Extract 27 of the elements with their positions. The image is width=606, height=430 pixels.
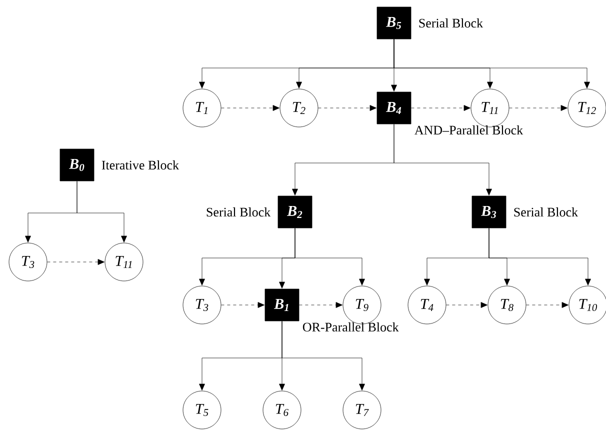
block-square: B$_{2}$: [278, 196, 312, 228]
arrow: [294, 228, 365, 286]
arrow: [299, 302, 342, 308]
arrow: [47, 259, 104, 265]
block-square: B$_{1}$: [264, 288, 300, 322]
block-square: B$_{4}$: [376, 92, 412, 124]
block-square: B$_{3}$: [472, 196, 506, 228]
arrow: [526, 302, 568, 308]
arrow: [282, 320, 365, 390]
arrow: [509, 105, 568, 111]
arrow: [411, 105, 470, 111]
block-label: OR-Parallel Block: [302, 322, 399, 332]
block-square: B$_{0}$: [60, 148, 94, 182]
arrow: [221, 302, 264, 308]
block-label: Iterative Block: [102, 160, 180, 170]
block-label: AND–Parallel Block: [414, 125, 524, 135]
block-label: Serial Block: [514, 207, 578, 217]
arrow: [446, 302, 488, 308]
arrow: [221, 105, 280, 111]
arrow: [318, 105, 376, 111]
arrow: [394, 38, 590, 88]
arrow: [488, 228, 591, 286]
arrow: [76, 180, 127, 242]
block-square: B$_{5}$: [376, 6, 412, 40]
arrow: [394, 124, 492, 196]
block-label: Serial Block: [206, 207, 271, 217]
block-label: Serial Block: [419, 18, 484, 28]
